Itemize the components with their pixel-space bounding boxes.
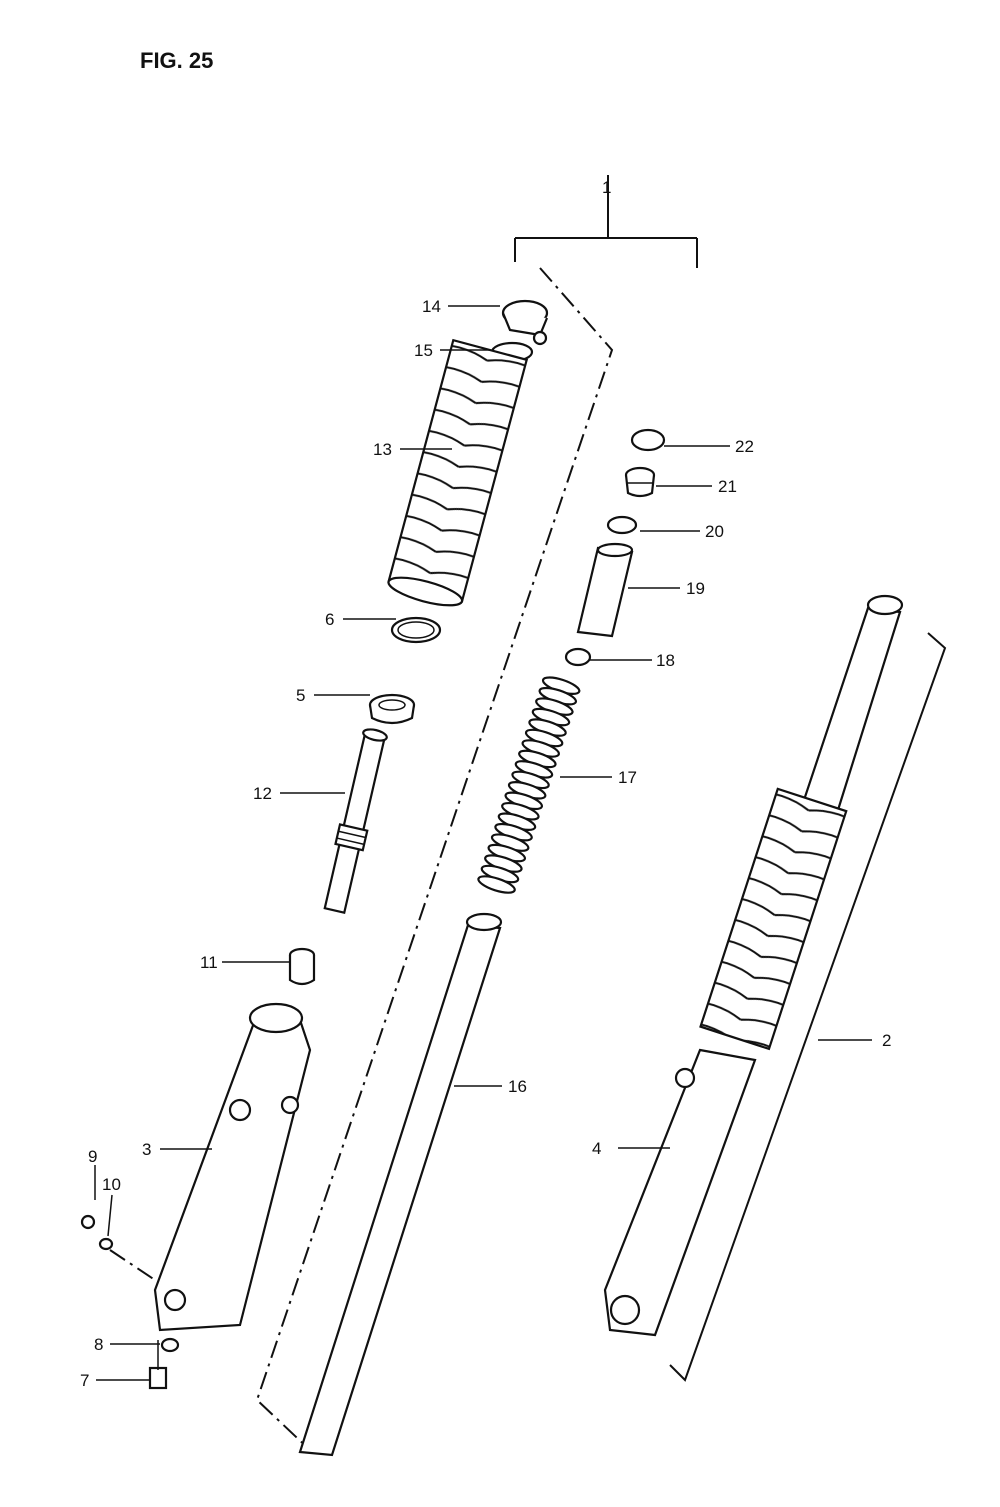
part-13-dust-boot	[387, 338, 529, 607]
part-16-inner-tube	[298, 912, 503, 1457]
callout-12: 12	[253, 784, 272, 803]
callout-14: 14	[422, 297, 441, 316]
callout-8: 8	[94, 1335, 103, 1354]
callout-9: 9	[88, 1147, 97, 1166]
callout-19: 19	[686, 579, 705, 598]
part-8-gasket	[160, 1337, 180, 1353]
callout-22: 22	[735, 437, 754, 456]
part-20-o-ring	[606, 515, 638, 535]
right-fork-boundary	[669, 632, 947, 1382]
callout-4: 4	[592, 1139, 601, 1158]
part-3-outer-tube	[153, 1002, 312, 1332]
callout-2: 2	[882, 1031, 891, 1050]
leader-lines	[96, 305, 872, 1381]
callout-6: 6	[325, 610, 334, 629]
callout-16: 16	[508, 1077, 527, 1096]
callout-11: 11	[200, 953, 218, 972]
callout-1: 1	[602, 178, 611, 197]
part-9-screw	[80, 1165, 96, 1230]
callout-3: 3	[142, 1140, 151, 1159]
left-fork-boundary	[255, 267, 614, 1453]
part-14-clamp	[501, 299, 549, 346]
callout-5: 5	[296, 686, 305, 705]
figure-title: FIG. 25	[140, 48, 214, 73]
callout-13: 13	[373, 440, 392, 459]
part-18-spring-seat	[564, 647, 592, 667]
callout-17: 17	[618, 768, 637, 787]
part-5-oil-seal	[368, 693, 416, 725]
callout-20: 20	[705, 522, 724, 541]
part-2-fork-assembly	[603, 594, 904, 1337]
spring-coil	[477, 875, 516, 894]
callout-7: 7	[80, 1371, 89, 1390]
callout-18: 18	[656, 651, 675, 670]
part-17-fork-spring	[475, 673, 583, 896]
part-19-spacer	[576, 542, 634, 638]
callout-15: 15	[414, 341, 433, 360]
part-6-o-ring	[390, 616, 442, 644]
assembly-bracket-1	[514, 175, 698, 268]
part-22-cap	[630, 428, 666, 452]
part-12-damper-rod	[323, 728, 388, 914]
part-11-oil-lock-piece	[288, 947, 316, 986]
callout-10: 10	[102, 1175, 121, 1194]
part-21-cap-bolt	[624, 466, 656, 498]
callout-21: 21	[718, 477, 737, 496]
part-10-washer	[98, 1194, 156, 1281]
part-7-bolt	[148, 1340, 168, 1390]
